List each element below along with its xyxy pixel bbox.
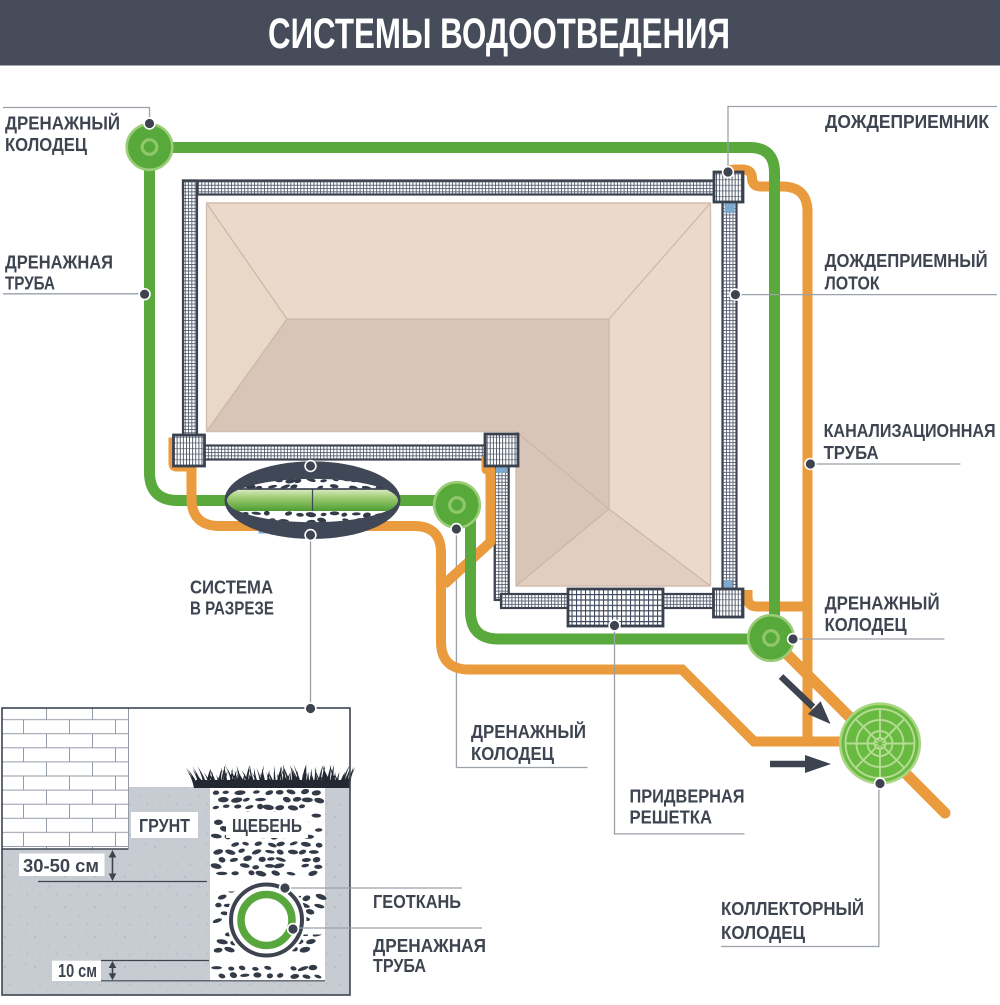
svg-text:ЩЕБЕНЬ: ЩЕБЕНЬ xyxy=(232,816,302,836)
svg-text:СИСТЕМЫ ВОДООТВЕДЕНИЯ: СИСТЕМЫ ВОДООТВЕДЕНИЯ xyxy=(268,10,730,58)
svg-text:СИСТЕМА: СИСТЕМА xyxy=(190,578,273,598)
svg-text:ТРУБА: ТРУБА xyxy=(5,274,55,294)
svg-text:ЛОТОК: ЛОТОК xyxy=(825,274,881,294)
svg-text:В РАЗРЕЗЕ: В РАЗРЕЗЕ xyxy=(190,599,274,619)
svg-text:КОЛОДЕЦ: КОЛОДЕЦ xyxy=(471,744,555,764)
svg-text:ГЕОТКАНЬ: ГЕОТКАНЬ xyxy=(373,892,461,912)
svg-text:ДРЕНАЖНЫЙ: ДРЕНАЖНЫЙ xyxy=(825,593,940,614)
svg-text:КОЛОДЕЦ: КОЛОДЕЦ xyxy=(825,615,908,635)
svg-text:ДРЕНАЖНАЯ: ДРЕНАЖНАЯ xyxy=(5,253,113,273)
svg-text:КОЛОДЕЦ: КОЛОДЕЦ xyxy=(721,923,806,943)
svg-text:ДОЖДЕПРИЕМНИК: ДОЖДЕПРИЕМНИК xyxy=(825,112,990,132)
svg-text:30-50 см: 30-50 см xyxy=(23,856,99,876)
svg-text:ТРУБА: ТРУБА xyxy=(373,956,426,976)
svg-text:ДОЖДЕПРИЕМНЫЙ: ДОЖДЕПРИЕМНЫЙ xyxy=(825,250,988,271)
svg-text:КОЛОДЕЦ: КОЛОДЕЦ xyxy=(5,135,88,155)
svg-text:КАНАЛИЗАЦИОННАЯ: КАНАЛИЗАЦИОННАЯ xyxy=(824,421,996,441)
svg-text:ДРЕНАЖНАЯ: ДРЕНАЖНАЯ xyxy=(373,936,486,956)
svg-text:ГРУНТ: ГРУНТ xyxy=(139,816,190,836)
svg-text:10 см: 10 см xyxy=(58,961,97,981)
svg-text:РЕШЕТКА: РЕШЕТКА xyxy=(630,808,713,828)
svg-text:ПРИДВЕРНАЯ: ПРИДВЕРНАЯ xyxy=(630,787,745,807)
svg-text:ТРУБА: ТРУБА xyxy=(824,443,879,463)
svg-text:ДРЕНАЖНЫЙ: ДРЕНАЖНЫЙ xyxy=(5,113,120,134)
svg-text:ДРЕНАЖНЫЙ: ДРЕНАЖНЫЙ xyxy=(471,721,586,742)
svg-text:КОЛЛЕКТОРНЫЙ: КОЛЛЕКТОРНЫЙ xyxy=(721,898,864,919)
